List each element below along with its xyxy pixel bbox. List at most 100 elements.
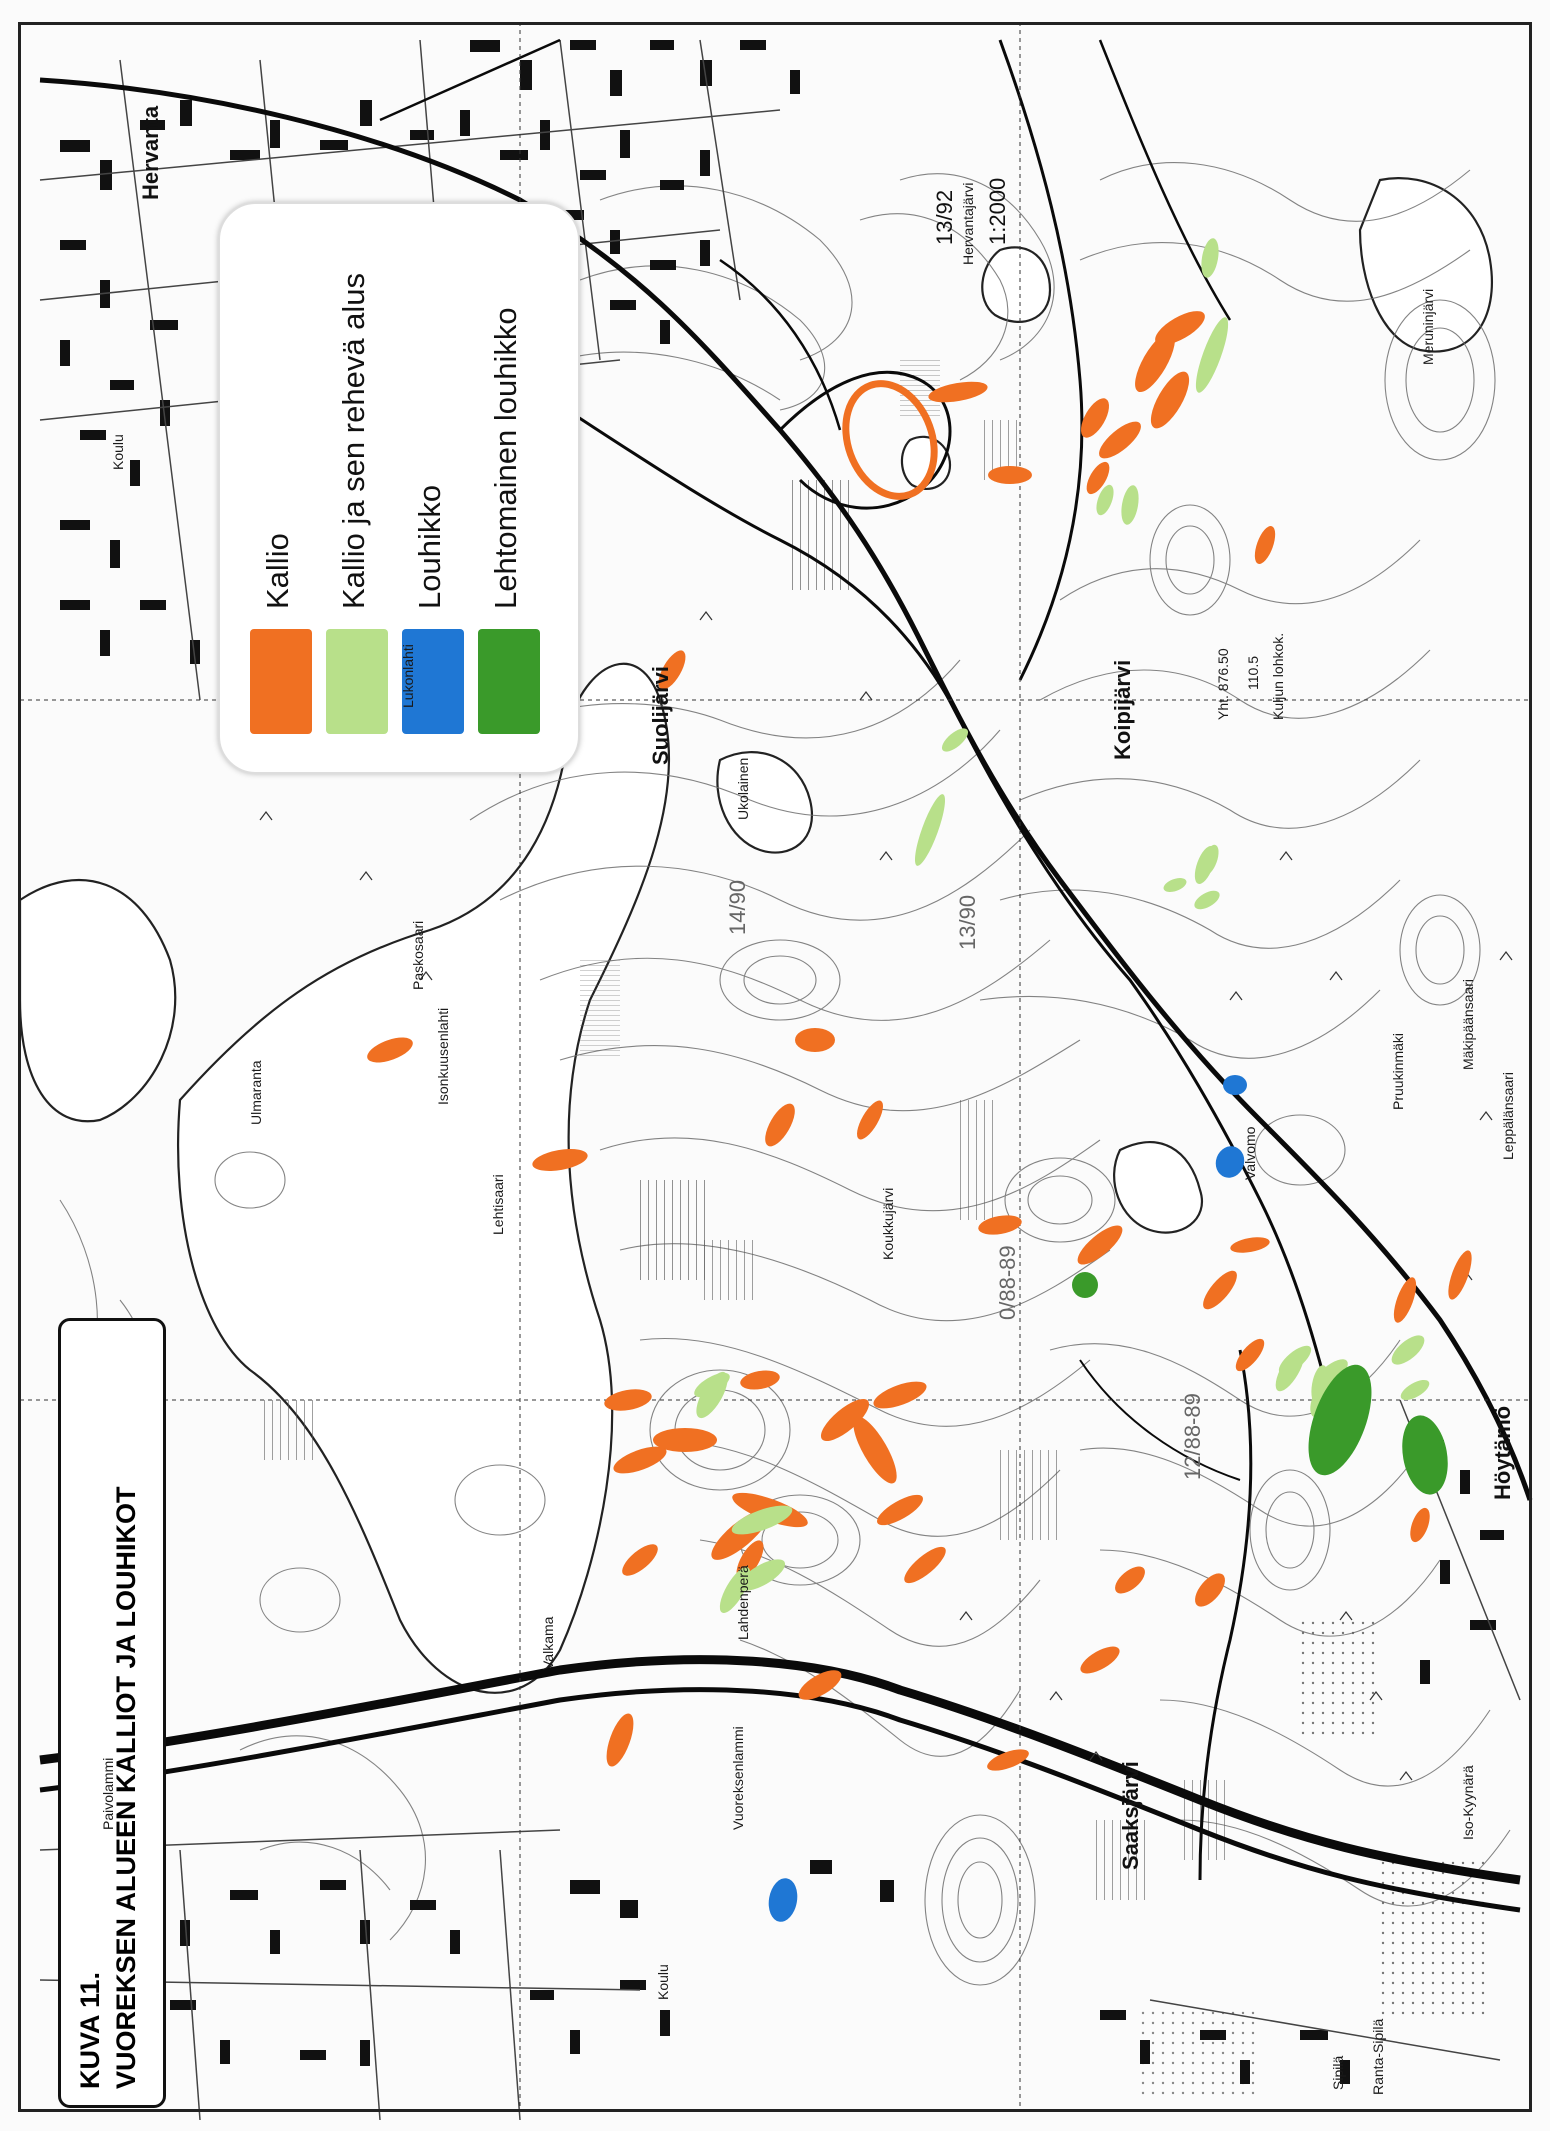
major-roads (39, 38, 1533, 1913)
sheet-label-14-90: 14/90 (725, 879, 750, 935)
legend-label-kallio: Kallio (260, 533, 295, 609)
sheet-label-0-88: 0/88-89 (995, 1245, 1020, 1320)
kallio-rehea-patch-17 (738, 1559, 786, 1591)
label-yht: Yht. 876.50 (1215, 648, 1231, 720)
louhikko-patch-2 (768, 1878, 798, 1922)
place-ranta-sipila: Ranta-Sipilä (1370, 2018, 1386, 2095)
legend-label-louhikko: Louhikko (412, 484, 447, 609)
kallio-rehea-patch-21 (719, 1567, 751, 1613)
kallio-patch-16 (1203, 1270, 1237, 1310)
kallio-patch-39 (877, 1494, 923, 1526)
legend-swatch-kallio-rehea (326, 629, 388, 734)
urban-blocks (60, 40, 1504, 2084)
place-vuoreksenlammi: Vuoreksenlammi (730, 1726, 746, 1830)
kallio-patch-36 (604, 1389, 652, 1411)
lehtomainen-patch-0 (1072, 1272, 1098, 1298)
kallio-rehea-patch-2 (1121, 485, 1139, 525)
place-pruukinmaki: Pruukinmäki (1390, 1032, 1406, 1110)
place-lukonlahti: Lukonlahti (400, 644, 416, 708)
kallio-patch-42 (532, 1149, 588, 1171)
kallio-patch-1 (1150, 371, 1190, 429)
place-isonkuusenlahti: Isonkuusenlahti (435, 1007, 451, 1105)
kallio-patch-15 (1077, 1225, 1123, 1265)
legend-swatch-lehtomainen (478, 629, 540, 734)
kallio-rehea-patch-12 (1400, 1379, 1430, 1401)
kallio-patch-5 (1086, 461, 1110, 495)
louhikko-features (768, 1075, 1247, 1922)
kallio-features (367, 311, 1472, 1771)
kallio-patch-10 (367, 1037, 413, 1063)
kallio-rehea-patch-1 (1195, 317, 1229, 393)
lehtomainen-patch-1 (1308, 1364, 1372, 1476)
place-ukolainen: Ukolainen (735, 757, 751, 820)
kallio-patch-40 (904, 1546, 946, 1584)
title-line-1: KUVA 11. (75, 1971, 105, 2089)
sheet-label-12-88: 12/88-89 (1180, 1393, 1205, 1480)
kallio-patch-27 (798, 1670, 842, 1700)
kallio-rehea-features (694, 238, 1430, 1613)
kallio-patch-32 (820, 1398, 870, 1442)
kallio-rehea-patch-4 (941, 728, 969, 752)
place-saaksjarvi: Saaksjärvi (1118, 1761, 1143, 1870)
kallio-patch-14 (978, 1215, 1022, 1235)
legend-label-lehtomainen: Lehtomainen louhikko (488, 307, 523, 609)
lakes (18, 177, 1493, 1694)
scale-label: 1:2000 (985, 177, 1010, 245)
kallio-patch-25 (1080, 1646, 1120, 1674)
place-koulu-2: Koulu (655, 1964, 671, 2000)
kallio-patch-19 (1393, 1277, 1417, 1323)
place-sipila: Sipilä (1330, 2055, 1346, 2090)
place-koipijarvi: Koipijärvi (1110, 659, 1135, 760)
louhikko-patch-1 (1215, 1146, 1245, 1178)
kallio-patch-26 (987, 1749, 1029, 1771)
kallio-patch-34 (873, 1381, 927, 1409)
place-paivolammi: Paivolammi (100, 1757, 116, 1830)
kallio-patch-7 (928, 381, 988, 403)
kallio-rehea-patch-20 (694, 1372, 730, 1398)
place-hervantajarvi: Hervantajärvi (960, 182, 976, 265)
place-koukkujarvi: Koukkujärvi (880, 1187, 896, 1260)
kallio-patch-8 (1254, 526, 1276, 564)
place-suolijarvi: Suolijärvi (648, 665, 673, 765)
place-ulmaranta: Ulmaranta (248, 1060, 264, 1125)
terrain-symbols (259, 611, 1513, 1781)
kallio-patch-23 (1195, 1573, 1225, 1607)
lehtomainen-patch-2 (1402, 1415, 1448, 1495)
kallio-patch-24 (1115, 1566, 1145, 1594)
kallio-patch-33 (853, 1416, 897, 1484)
kallio-patch-3 (1099, 421, 1141, 459)
kallio-patch-21 (1230, 1237, 1270, 1253)
place-hervanta: Hervanta (138, 105, 163, 200)
label-value: 110.5 (1245, 656, 1261, 690)
kallio-patch-37 (606, 1713, 634, 1767)
kallio-patch-28 (653, 1428, 717, 1452)
kallio-patch-4 (1081, 398, 1109, 438)
kallio-patch-13 (765, 1103, 795, 1147)
legend-swatch-louhikko (402, 629, 464, 734)
kallio-rehea-patch-5 (914, 794, 946, 866)
kallio-patch-0 (1135, 331, 1175, 393)
place-koulu-1: Koulu (110, 434, 126, 470)
title-box: KUVA 11. VUOREKSEN ALUEEN KALLIOT JA LOU… (58, 1318, 166, 2108)
kallio-rehea-patch-8 (1163, 878, 1187, 892)
place-leppalansaari: Leppälänsaari (1500, 1072, 1516, 1160)
louhikko-patch-0 (1223, 1075, 1247, 1095)
kallio-patch-22 (1410, 1507, 1430, 1543)
place-iso-kyynarla: Iso-Kyynärä (1460, 1765, 1476, 1840)
kallio-patch-17 (1235, 1338, 1265, 1372)
kallio-patch-41 (740, 1370, 780, 1390)
lehtomainen-features (1072, 1272, 1448, 1495)
place-valkama: Valkama (540, 1616, 556, 1670)
legend-swatch-kallio (250, 629, 312, 734)
kallio-rehea-patch-6 (1194, 890, 1220, 910)
kallio-rehea-patch-9 (1194, 846, 1216, 884)
kallio-patch-2 (1155, 311, 1205, 345)
kallio-rehea-patch-14 (731, 1505, 793, 1535)
kallio-patch-11 (795, 1028, 835, 1052)
kallio-patch-29 (613, 1446, 667, 1474)
kallio-rehea-patch-3 (1096, 484, 1114, 516)
hatched-areas (260, 360, 1490, 2100)
kallio-patch-35 (622, 1544, 658, 1576)
legend-label-kallio-rehea: Kallio ja sen rehevä alus (336, 272, 371, 609)
